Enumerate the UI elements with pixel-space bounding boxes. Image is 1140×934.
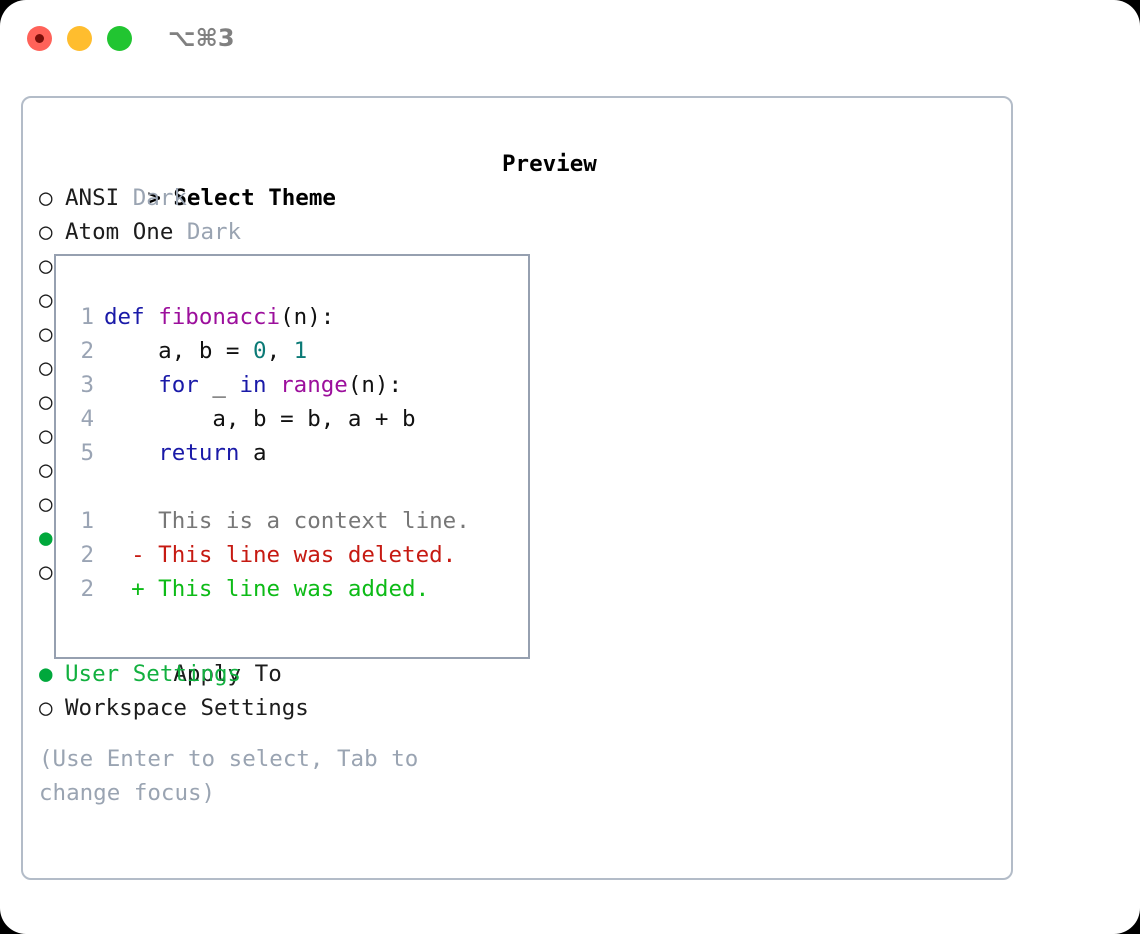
line-number: 3	[80, 372, 94, 398]
theme-variant-tag: Dark	[132, 185, 187, 211]
theme-option-ansi[interactable]: ○ ANSI Dark	[39, 181, 479, 215]
code-line: 4 a, b = b, a + b	[68, 402, 518, 436]
line-number: 1	[80, 304, 94, 330]
preview-column: Preview	[502, 147, 992, 181]
diff-text: This line was added.	[144, 576, 430, 602]
line-number: 2	[80, 338, 94, 364]
code-token: ,	[266, 338, 294, 364]
code-token: a, b =	[104, 338, 254, 364]
line-number: 2	[80, 542, 94, 568]
line-number: 1	[80, 508, 94, 534]
radio-unselected-icon[interactable]: ○	[39, 321, 53, 347]
select-theme-label: Select Theme	[173, 185, 336, 211]
code-blank-line	[68, 470, 518, 504]
diff-sign: +	[104, 576, 145, 602]
diff-sign: -	[104, 542, 145, 568]
code-line: 3 for _ in range(n):	[68, 368, 518, 402]
diff-line-add: 2 + This line was added.	[68, 572, 518, 606]
apply-to-option-workspace-settings[interactable]: ○ Workspace Settings	[39, 691, 479, 725]
keyboard-shortcut-label: ⌥⌘3	[168, 24, 235, 52]
code-token	[104, 440, 158, 466]
theme-variant-tag: Dark	[186, 219, 242, 245]
code-token	[267, 372, 281, 398]
code-token: 1	[293, 338, 308, 364]
code-line: 5 return a	[68, 436, 518, 470]
radio-unselected-icon[interactable]: ○	[39, 355, 53, 381]
radio-selected-icon[interactable]: ●	[39, 661, 53, 687]
radio-unselected-icon[interactable]: ○	[39, 457, 53, 483]
header-caret: >	[147, 185, 161, 211]
apply-to-option-user-settings[interactable]: ● User Settings	[39, 657, 479, 691]
apply-to-option-label: Workspace Settings	[65, 695, 309, 721]
code-token: def	[104, 304, 159, 330]
code-token: a, b = b, a + b	[104, 406, 416, 432]
code-line: 2 a, b = 0, 1	[68, 334, 518, 368]
theme-option-atom-one[interactable]: ○ Atom One Dark	[39, 215, 479, 249]
theme-option-label: Atom One	[65, 219, 187, 245]
radio-unselected-icon[interactable]: ○	[39, 423, 53, 449]
close-window-button[interactable]	[27, 26, 52, 51]
minimize-window-button[interactable]	[67, 26, 92, 51]
diff-line-del: 2 - This line was deleted.	[68, 538, 518, 572]
code-line: 1 def fibonacci(n):	[68, 300, 518, 334]
code-token: fibonacci	[158, 304, 281, 330]
apply-to-header: Apply To	[39, 623, 479, 687]
radio-unselected-icon[interactable]: ○	[39, 695, 53, 721]
keyboard-hint-text: (Use Enter to select, Tab to change focu…	[39, 746, 432, 806]
select-theme-header: > Select Theme	[39, 147, 479, 211]
radio-unselected-icon[interactable]: ○	[39, 389, 53, 415]
code-token: range	[280, 372, 348, 398]
preview-title: Preview	[502, 151, 597, 177]
apply-to-label: Apply To	[173, 661, 282, 687]
apply-to-option-label: User Settings	[65, 661, 242, 687]
radio-selected-icon[interactable]: ●	[39, 525, 53, 551]
diff-text: This is a context line.	[144, 508, 470, 534]
code-token: (n):	[347, 372, 403, 398]
radio-unselected-icon[interactable]: ○	[39, 219, 53, 245]
code-token: in	[239, 372, 267, 398]
line-number: 5	[80, 440, 94, 466]
diff-text: This line was deleted.	[144, 542, 457, 568]
diff-line-ctx: 1 This is a context line.	[68, 504, 518, 538]
code-token	[104, 372, 158, 398]
theme-option-label: ANSI	[65, 185, 133, 211]
code-token: a	[239, 440, 267, 466]
code-token: return	[158, 440, 240, 466]
maximize-window-button[interactable]	[107, 26, 132, 51]
code-token: for	[158, 372, 199, 398]
title-bar: ⌥⌘3	[0, 0, 1140, 78]
theme-selector-panel: > Select Theme ○ ANSI Dark ○ Atom One Dark ○ A…	[21, 96, 1013, 880]
code-token: 0	[253, 338, 267, 364]
line-number: 4	[80, 406, 94, 432]
radio-unselected-icon[interactable]: ○	[39, 559, 53, 585]
radio-unselected-icon[interactable]: ○	[39, 491, 53, 517]
line-number: 2	[80, 576, 94, 602]
code-token: (n):	[280, 304, 335, 330]
radio-unselected-icon[interactable]: ○	[39, 253, 53, 279]
apply-to-options-list: ● User Settings ○ Workspace Settings	[39, 657, 479, 725]
radio-unselected-icon[interactable]: ○	[39, 185, 53, 211]
diff-sign	[104, 508, 145, 534]
radio-unselected-icon[interactable]: ○	[39, 287, 53, 313]
code-token: _	[198, 372, 240, 398]
